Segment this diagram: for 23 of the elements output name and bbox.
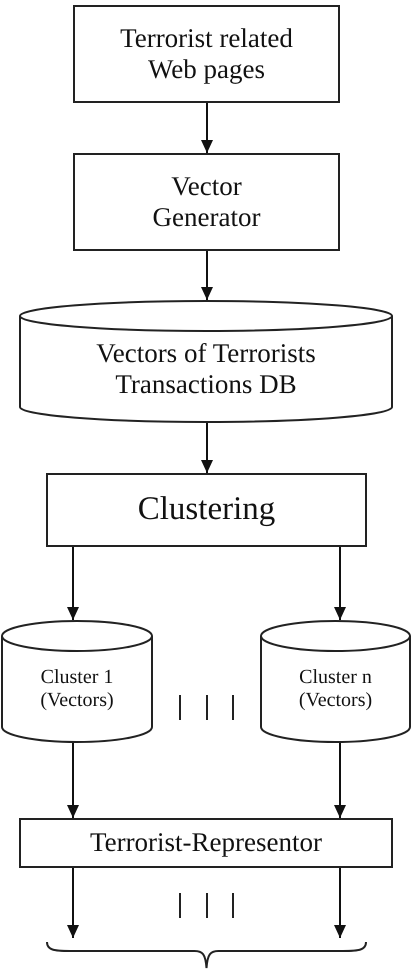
node-label: Vector Generator [152, 170, 262, 234]
database-cylinder [260, 620, 411, 743]
arrow [201, 251, 213, 300]
process-box [46, 473, 367, 547]
database-cylinder [1, 620, 153, 743]
arrow [201, 423, 213, 473]
process-box [19, 818, 393, 868]
arrow [67, 743, 79, 818]
arrow [67, 868, 79, 938]
arrow [201, 103, 213, 153]
node-label: Terrorist related Web pages [119, 22, 294, 86]
arrow [334, 547, 346, 620]
arrow [67, 547, 79, 620]
arrow [334, 868, 346, 938]
node-label: Cluster n (Vectors) [298, 666, 374, 712]
arrow [334, 743, 346, 818]
node-label: Vectors of Terrorists Transactions DB [95, 338, 317, 400]
process-box [73, 5, 340, 103]
node-label: Cluster 1 (Vectors) [39, 666, 115, 712]
process-box [73, 153, 340, 251]
node-label: Terrorist-Representor [90, 827, 322, 859]
database-cylinder [19, 300, 393, 423]
node-label: Clustering [138, 491, 276, 529]
